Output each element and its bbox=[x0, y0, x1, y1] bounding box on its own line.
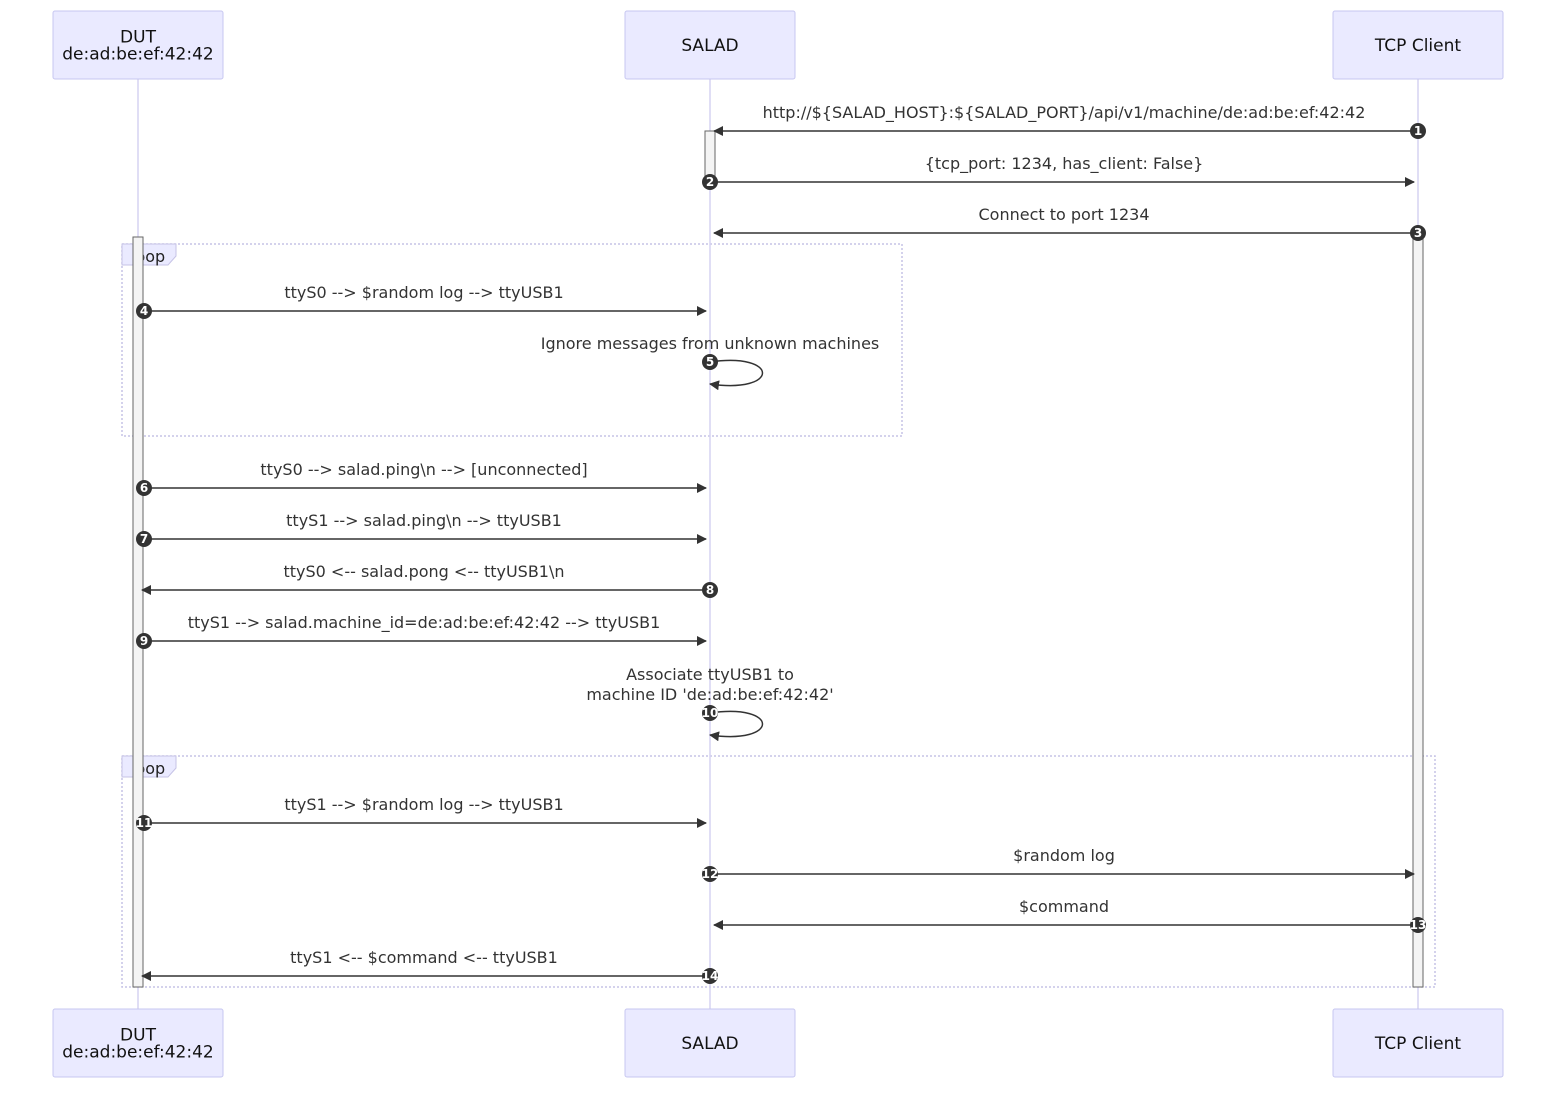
message-12: $random log 12 bbox=[702, 846, 1415, 882]
message-14: ttyS1 <-- $command <-- ttyUSB1 14 bbox=[141, 948, 719, 984]
sequence-number-badge bbox=[702, 582, 718, 598]
sequence-number: 6 bbox=[140, 481, 148, 495]
actor-box bbox=[1332, 10, 1504, 80]
actor-tcp-bottom: TCP Client bbox=[1332, 1008, 1504, 1078]
actor-label: DUT bbox=[120, 28, 157, 48]
activation-bar-dut bbox=[132, 236, 144, 988]
message-8: ttyS0 <-- salad.pong <-- ttyUSB1\n 8 bbox=[141, 562, 718, 598]
sequence-number: 9 bbox=[140, 634, 148, 648]
actor-label: TCP Client bbox=[1374, 1034, 1461, 1054]
sequence-number-badge bbox=[1410, 225, 1426, 241]
message-label: $random log bbox=[1013, 846, 1115, 865]
actor-box bbox=[1332, 1008, 1504, 1078]
message-label: {tcp_port: 1234, has_client: False} bbox=[925, 154, 1204, 174]
sequence-number-badge bbox=[136, 303, 152, 319]
self-message-arrow bbox=[709, 359, 764, 391]
sequence-number: 1 bbox=[1414, 124, 1422, 138]
message-label: http://${SALAD_HOST}:${SALAD_PORT}/api/v… bbox=[763, 103, 1366, 123]
message-label: ttyS1 --> salad.ping\n --> ttyUSB1 bbox=[286, 511, 562, 530]
message-label: Ignore messages from unknown machines bbox=[541, 334, 880, 353]
sequence-number-badge bbox=[702, 705, 718, 721]
message-label: ttyS1 <-- $command <-- ttyUSB1 bbox=[290, 948, 558, 967]
actor-salad-top: SALAD bbox=[624, 10, 796, 80]
sequence-number: 3 bbox=[1414, 226, 1422, 240]
self-message-arrow bbox=[709, 710, 764, 742]
message-13: $command 13 bbox=[713, 897, 1427, 933]
sequence-number-badge bbox=[136, 531, 152, 547]
message-4: ttyS0 --> $random log --> ttyUSB1 4 bbox=[136, 283, 707, 319]
sequence-number-badge bbox=[136, 480, 152, 496]
lifelines-layer bbox=[137, 79, 1419, 1009]
message-label: ttyS1 --> salad.machine_id=de:ad:be:ef:4… bbox=[188, 613, 661, 633]
message-label: Associate ttyUSB1 to bbox=[626, 665, 794, 684]
message-6: ttyS0 --> salad.ping\n --> [unconnected]… bbox=[136, 460, 707, 496]
message-label: machine ID 'de:ad:be:ef:42:42' bbox=[586, 685, 833, 704]
message-label: Connect to port 1234 bbox=[979, 205, 1150, 224]
sequence-number-badge bbox=[702, 968, 718, 984]
sequence-number-badge bbox=[136, 815, 152, 831]
message-1: http://${SALAD_HOST}:${SALAD_PORT}/api/v… bbox=[713, 103, 1426, 139]
sequence-number-badge bbox=[136, 633, 152, 649]
sequence-number-badge bbox=[1410, 917, 1426, 933]
sequence-number-badge bbox=[702, 354, 718, 370]
sequence-number: 8 bbox=[706, 583, 714, 597]
message-5: Ignore messages from unknown machines 5 bbox=[541, 334, 880, 391]
actor-label: TCP Client bbox=[1374, 36, 1461, 56]
sequence-number: 2 bbox=[706, 175, 714, 189]
actor-label: de:ad:be:ef:42:42 bbox=[62, 1043, 213, 1063]
loop-border bbox=[121, 243, 903, 437]
message-label: $command bbox=[1019, 897, 1109, 916]
sequence-number-badge bbox=[702, 174, 718, 190]
actor-box bbox=[52, 1008, 224, 1078]
actor-box bbox=[52, 10, 224, 80]
message-label: ttyS0 --> $random log --> ttyUSB1 bbox=[284, 283, 563, 302]
loop-border bbox=[121, 755, 1436, 988]
message-11: ttyS1 --> $random log --> ttyUSB1 11 bbox=[136, 795, 707, 831]
sequence-number-badge bbox=[702, 866, 718, 882]
message-9: ttyS1 --> salad.machine_id=de:ad:be:ef:4… bbox=[136, 613, 707, 649]
message-label: ttyS1 --> $random log --> ttyUSB1 bbox=[284, 795, 563, 814]
messages-layer: http://${SALAD_HOST}:${SALAD_PORT}/api/v… bbox=[136, 103, 1427, 984]
actor-tcp-top: TCP Client bbox=[1332, 10, 1504, 80]
message-label: ttyS0 <-- salad.pong <-- ttyUSB1\n bbox=[283, 562, 564, 581]
sequence-number: 4 bbox=[140, 304, 148, 318]
actor-label: DUT bbox=[120, 1026, 157, 1046]
activations-layer bbox=[132, 130, 1424, 988]
sequence-number: 11 bbox=[136, 816, 153, 830]
activation-bar-tcp bbox=[1412, 232, 1424, 988]
actor-label: de:ad:be:ef:42:42 bbox=[62, 45, 213, 65]
sequence-number: 10 bbox=[702, 706, 719, 720]
sequence-number-badge bbox=[1410, 123, 1426, 139]
sequence-number: 13 bbox=[1410, 918, 1427, 932]
sequence-number: 12 bbox=[702, 867, 719, 881]
actor-salad-bottom: SALAD bbox=[624, 1008, 796, 1078]
actor-label: SALAD bbox=[681, 1034, 738, 1054]
sequence-number: 5 bbox=[706, 355, 714, 369]
actor-box bbox=[624, 1008, 796, 1078]
sequence-number: 7 bbox=[140, 532, 148, 546]
message-7: ttyS1 --> salad.ping\n --> ttyUSB1 7 bbox=[136, 511, 707, 547]
message-3: Connect to port 1234 3 bbox=[713, 205, 1426, 241]
actor-box bbox=[624, 10, 796, 80]
message-2: {tcp_port: 1234, has_client: False} 2 bbox=[702, 154, 1415, 190]
message-label: ttyS0 --> salad.ping\n --> [unconnected] bbox=[260, 460, 587, 479]
sequence-number: 14 bbox=[702, 969, 719, 983]
actor-label: SALAD bbox=[681, 36, 738, 56]
